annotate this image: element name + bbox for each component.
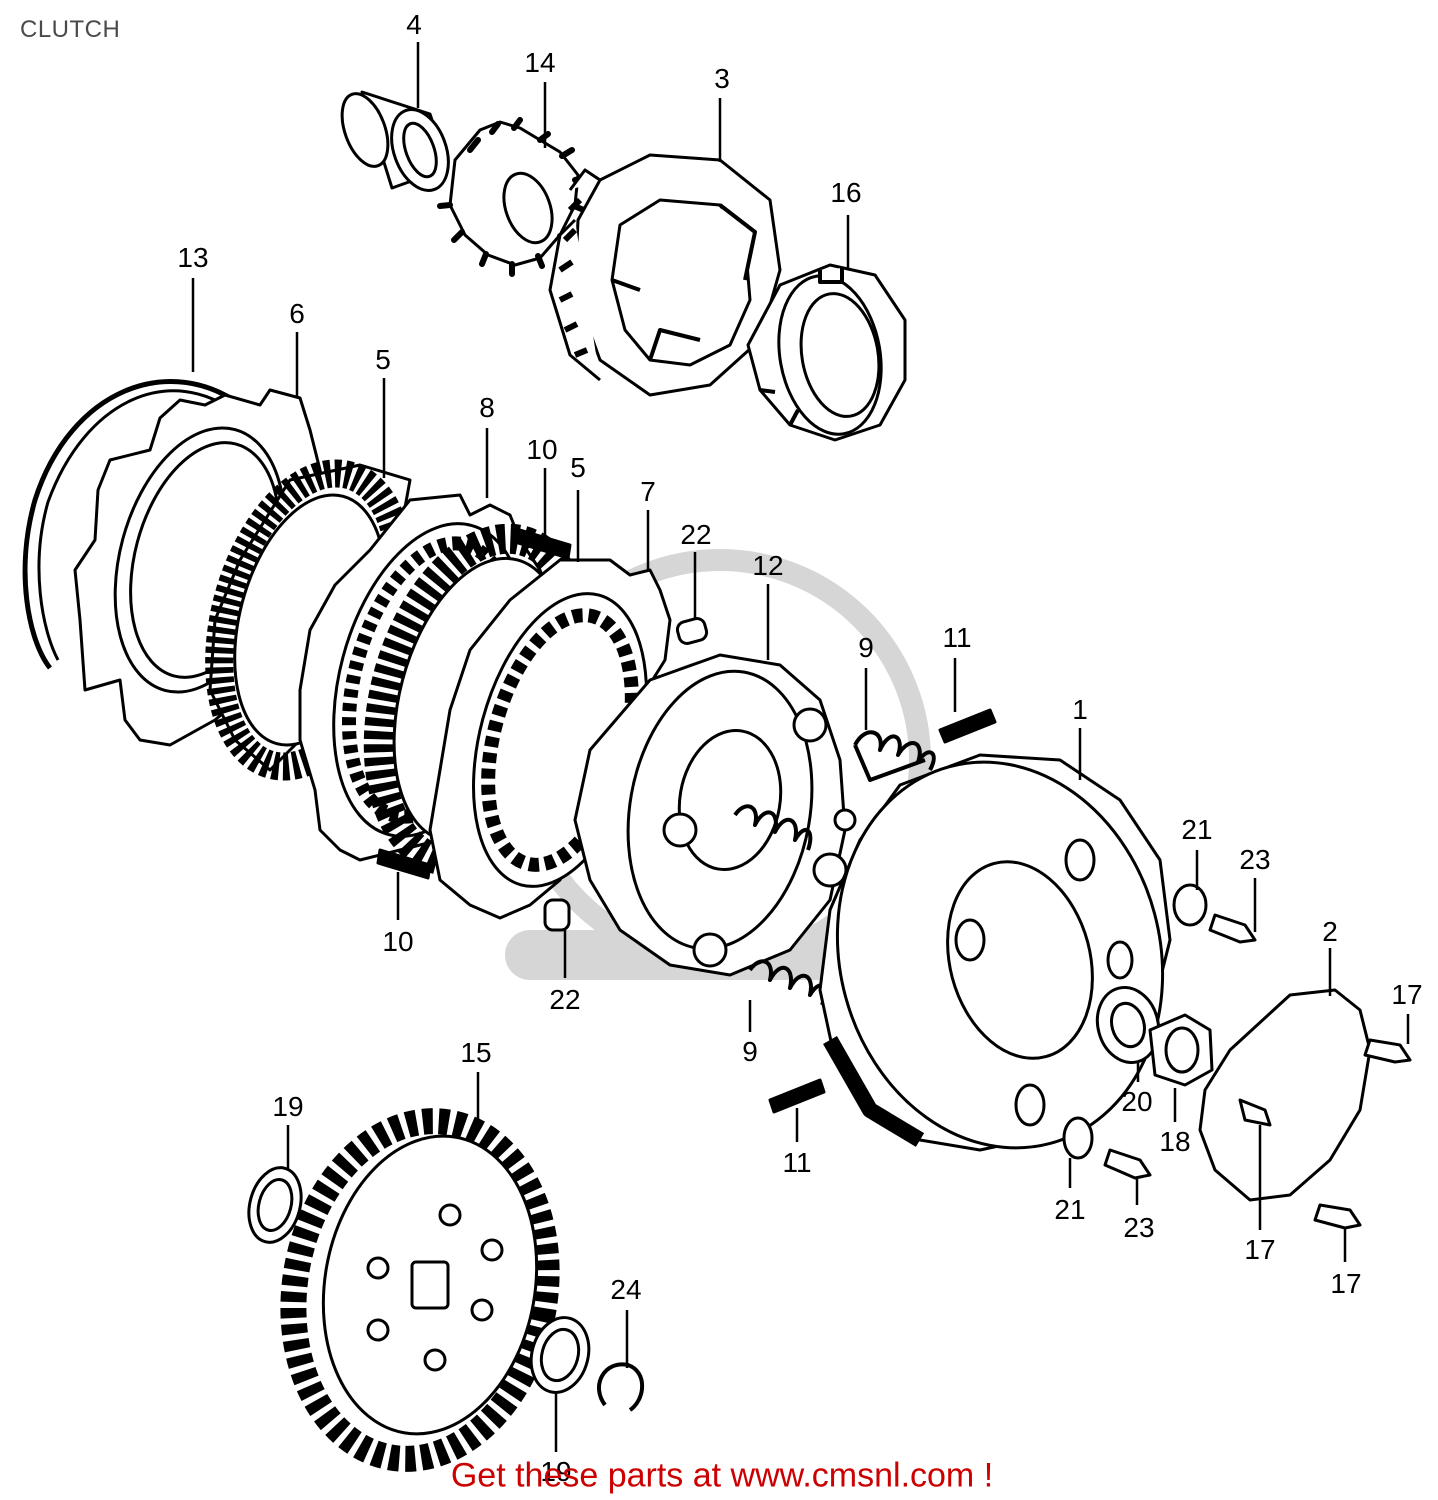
pin-part [516, 528, 572, 560]
part-label-21b: 21 [1054, 1194, 1086, 1225]
part-label-5: 5 [375, 344, 391, 375]
part-label-18: 18 [1159, 1126, 1191, 1157]
clutch-drum-part [818, 753, 1172, 1152]
primary-driven-gear-part [280, 1108, 560, 1472]
screw-part [1313, 1203, 1362, 1230]
part-label-17: 17 [1391, 979, 1423, 1010]
screw-part [1363, 1038, 1412, 1064]
clutch-center-part [573, 653, 857, 977]
part-label-9b: 9 [742, 1036, 758, 1067]
part-label-12: 12 [752, 550, 784, 581]
part-label-1: 1 [1072, 694, 1088, 725]
snap-ring-part [597, 1362, 645, 1412]
part-label-17c: 17 [1330, 1268, 1362, 1299]
clutch-spring-part [733, 730, 936, 1006]
part-label-20: 20 [1121, 1086, 1153, 1117]
part-label-22: 22 [680, 519, 712, 550]
part-label-7: 7 [640, 476, 656, 507]
diagram-title: CLUTCH [20, 16, 121, 43]
part-label-10b: 10 [382, 926, 414, 957]
collar-part [340, 90, 450, 192]
part-label-19: 19 [272, 1091, 304, 1122]
dowel-pin-part [543, 898, 571, 932]
part-label-5b: 5 [570, 452, 586, 483]
stud-part [938, 708, 997, 744]
part-label-23b: 23 [1123, 1212, 1155, 1243]
part-label-4: 4 [406, 9, 422, 40]
stud-part [768, 1078, 826, 1114]
part-label-22b: 22 [549, 984, 581, 1015]
part-label-11: 11 [942, 622, 972, 653]
part-label-21: 21 [1181, 814, 1213, 845]
part-label-24: 24 [610, 1274, 642, 1305]
clutch-outer-part [548, 153, 782, 397]
screw-part [1208, 913, 1257, 944]
bearing-ring-part [746, 263, 907, 442]
part-label-9: 9 [858, 632, 874, 663]
part-label-8: 8 [479, 392, 495, 423]
dowel-pin-part [675, 617, 709, 645]
part-label-2: 2 [1322, 916, 1338, 947]
part-label-23: 23 [1239, 844, 1271, 875]
part-label-13: 13 [177, 242, 209, 273]
circlip-part [22, 379, 247, 670]
part-label-3: 3 [714, 63, 730, 94]
washer-part [1062, 1116, 1094, 1160]
screw-part [1103, 1148, 1152, 1180]
pin-part [376, 848, 432, 880]
clutch-cover-part [1198, 988, 1372, 1202]
leader-lines [191, 42, 1410, 1452]
part-label-17b: 17 [1244, 1234, 1276, 1265]
part-label-14: 14 [524, 47, 556, 78]
part-label-16: 16 [830, 177, 862, 208]
primary-gear-part [437, 117, 588, 277]
lock-nut-part [1148, 1013, 1214, 1087]
part-label-6: 6 [289, 298, 305, 329]
part-label-19b: 19 [540, 1456, 572, 1487]
part-label-11b: 11 [782, 1147, 812, 1178]
part-label-10: 10 [526, 434, 558, 465]
part-label-15: 15 [460, 1037, 492, 1068]
washer-part [1172, 883, 1208, 927]
footer-link[interactable]: Get these parts at www.cmsnl.com ! [450, 1456, 994, 1495]
